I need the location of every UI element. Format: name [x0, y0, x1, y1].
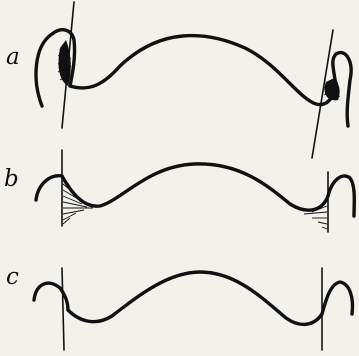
panel-a: a — [6, 2, 351, 158]
panel-a-right-shading — [324, 78, 340, 101]
panel-label-b: b — [4, 166, 19, 192]
panel-b: b — [4, 150, 354, 232]
panel-c-right-hook — [322, 282, 353, 314]
panel-c-arch — [68, 272, 322, 324]
panel-b-right-hump — [328, 176, 354, 216]
panel-a-arch — [70, 36, 336, 105]
panel-label-c: c — [6, 264, 19, 290]
panel-b-left-hump — [36, 176, 62, 200]
panel-c: c — [6, 264, 353, 350]
panel-c-left-vertical — [62, 268, 64, 350]
panel-label-a: a — [6, 44, 20, 70]
panel-b-arch — [62, 164, 328, 210]
